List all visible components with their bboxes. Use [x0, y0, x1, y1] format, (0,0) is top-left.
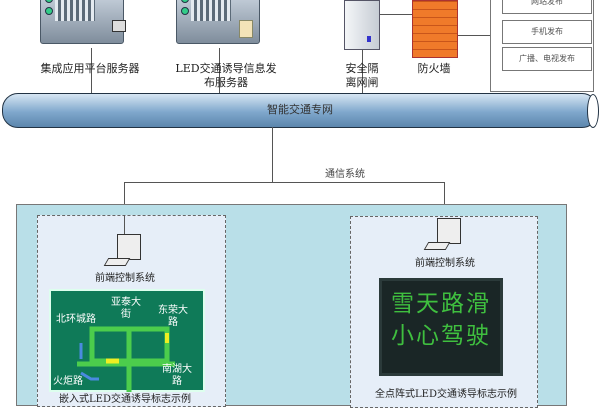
left-caption: 嵌入式LED交通诱导标志示例: [59, 394, 191, 405]
link-fw-pub: [457, 35, 490, 36]
link-server1: [91, 48, 92, 94]
comm-right-drop: [444, 182, 445, 218]
road-huoju: 火炬路: [53, 376, 83, 387]
document-icon: [239, 20, 253, 38]
network-label: 智能交通专网: [267, 103, 333, 116]
keyboard-icon: [423, 242, 451, 250]
comm-trunk: [272, 127, 273, 183]
road-beihuan: 北环城路: [56, 314, 96, 325]
right-control-label: 前端控制系统: [415, 258, 475, 269]
computer-icon: [437, 218, 461, 244]
gateway-label: 安全隔离网闸: [345, 62, 379, 89]
pipe-end: [587, 94, 599, 128]
dot-matrix-led-sign: [379, 278, 503, 376]
publish-group: [490, 0, 594, 92]
led-line-1: 雪天路滑: [391, 291, 491, 317]
gateway-indicator: [367, 36, 371, 42]
security-gateway-icon: [344, 0, 380, 50]
publish-broadcast: 广播、电视发布: [502, 47, 592, 71]
firewall-icon: [412, 0, 458, 58]
road-dongrong: 东荣大路: [158, 305, 188, 328]
road-yatai: 亚泰大街: [111, 297, 141, 320]
led-line-2: 小心驾驶: [391, 323, 491, 349]
link-server2: [219, 48, 220, 94]
publish-mobile: 手机发布: [502, 20, 592, 44]
comm-label: 通信系统: [325, 169, 365, 180]
keyboard-icon: [103, 258, 131, 266]
publish-web: 网站发布: [502, 0, 592, 14]
right-caption: 全点阵式LED交通诱导标志示例: [375, 389, 517, 400]
computer-icon: [117, 234, 141, 260]
link-gw-fw: [380, 14, 412, 15]
road-map: [77, 326, 175, 392]
left-control-label: 前端控制系统: [95, 273, 155, 284]
comm-bus: [124, 182, 445, 183]
led-server-label: LED交通诱导信息发布服务器: [175, 62, 277, 89]
integration-server-icon: [40, 0, 124, 44]
pc-icon: [112, 20, 126, 32]
firewall-label: 防火墙: [417, 62, 451, 75]
link-gateway: [362, 48, 363, 94]
integration-server-label: 集成应用平台服务器: [40, 62, 140, 75]
road-nanhu: 南湖大路: [162, 364, 192, 387]
